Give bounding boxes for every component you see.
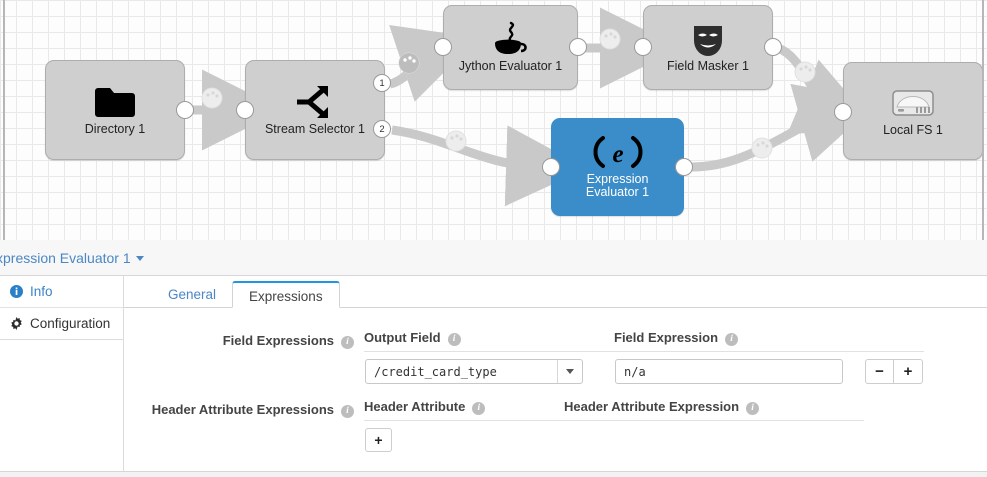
remove-row-button[interactable]: − (865, 359, 894, 384)
row-action-group: − + (865, 359, 923, 384)
info-icon[interactable]: i (447, 333, 461, 346)
gear-icon (10, 317, 23, 330)
node-label: Field Masker 1 (667, 59, 749, 73)
tab-expressions[interactable]: Expressions (232, 281, 340, 308)
svg-text:e: e (612, 141, 623, 168)
port-stream-out-2[interactable]: 2 (373, 120, 391, 138)
panel-header: xpression Evaluator 1 (0, 240, 987, 276)
node-label: Local FS 1 (883, 122, 943, 137)
header-attribute-expressions-label-col: Header Attribute Expressions i (124, 399, 364, 418)
add-row-button[interactable]: + (894, 359, 923, 384)
field-expressions-table: Output Field i Field Expression i /credit_… (364, 330, 924, 385)
table-header-row: Header Attribute i Header Attribute Expre… (364, 399, 864, 421)
table-header-row: Output Field i Field Expression i (364, 330, 924, 352)
table-row: /credit_card_type − + (364, 352, 924, 386)
caret-down-icon (566, 369, 574, 374)
field-expression-input[interactable] (615, 359, 843, 384)
output-field-select[interactable]: /credit_card_type (365, 359, 583, 384)
expressions-form: Field Expressions i Output Field i Field E… (124, 308, 987, 453)
port-jython-in[interactable] (434, 38, 452, 56)
node-directory[interactable]: Directory 1 (45, 60, 185, 160)
sidebar-item-label: Info (30, 284, 53, 299)
column-header-header-attribute-expression: Header Attribute Expression i (564, 399, 864, 421)
header-attribute-expressions-label: Header Attribute Expressions (151, 402, 334, 417)
port-masker-out[interactable] (764, 38, 782, 56)
folder-icon (93, 85, 137, 119)
node-label: Directory 1 (84, 121, 146, 136)
sidebar-item-label: Configuration (30, 316, 111, 331)
tab-label: Expressions (249, 289, 323, 304)
header-attribute-expressions-table: Header Attribute i Header Attribute Expre… (364, 399, 864, 453)
tab-label: General (168, 287, 217, 302)
node-label: Expression Evaluator 1 (585, 172, 650, 199)
node-expression-evaluator[interactable]: e Expression Evaluator 1 (551, 118, 684, 216)
field-expressions-label-col: Field Expressions i (124, 330, 364, 349)
port-stream-in[interactable] (236, 101, 254, 119)
plus-icon: + (374, 432, 383, 448)
header-attribute-expressions-row: Header Attribute Expressions i Header Att… (124, 399, 987, 453)
port-jython-out[interactable] (569, 38, 587, 56)
node-field-masker[interactable]: Field Masker 1 (643, 5, 773, 90)
info-icon[interactable]: i (725, 333, 739, 346)
info-circle-icon (10, 285, 23, 298)
info-icon[interactable]: i (341, 405, 354, 418)
caret-down-icon (135, 256, 144, 262)
tab-bar: General Expressions (124, 276, 987, 308)
coffee-cup-icon (491, 21, 531, 56)
sidebar-item-info[interactable]: Info (0, 276, 123, 308)
column-header-header-attribute: Header Attribute i (364, 399, 564, 421)
node-jython-evaluator[interactable]: Jython Evaluator 1 (443, 5, 578, 90)
panel-footer (0, 471, 987, 477)
column-label: Output Field (364, 330, 441, 345)
minus-icon: − (875, 363, 884, 380)
panel-title-text: xpression Evaluator 1 (0, 249, 131, 266)
port-label: 2 (379, 123, 385, 135)
cell-field-expression (614, 352, 864, 386)
sidebar-item-configuration[interactable]: Configuration (0, 308, 123, 340)
add-header-attribute-button[interactable]: + (365, 428, 392, 452)
properties-panel: xpression Evaluator 1 Info Configuration (0, 240, 987, 477)
info-icon[interactable]: i (746, 402, 760, 415)
panel-body: Info Configuration General Expressions (0, 276, 987, 477)
port-localfs-in[interactable] (834, 103, 852, 121)
node-stream-selector[interactable]: Stream Selector 1 (245, 60, 385, 160)
column-header-field-expression: Field Expression i (614, 330, 864, 352)
port-label: 1 (379, 77, 385, 89)
panel-sidebar: Info Configuration (0, 276, 124, 477)
select-dropdown-button[interactable] (557, 360, 582, 383)
branch-arrows-icon (293, 85, 337, 119)
pipeline-canvas[interactable]: Directory 1 Stream Selector 1 1 2 (0, 0, 987, 241)
port-stream-out-1[interactable]: 1 (373, 74, 391, 92)
column-label: Field Expression (614, 330, 719, 345)
cell-add-action: + (364, 421, 564, 454)
plus-icon: + (903, 363, 913, 380)
port-expression-out[interactable] (675, 158, 693, 176)
node-label: Stream Selector 1 (264, 121, 366, 136)
field-expressions-row: Field Expressions i Output Field i Field E… (124, 330, 987, 385)
node-label: Jython Evaluator 1 (458, 59, 563, 73)
table-row: + (364, 421, 864, 454)
column-label: Header Attribute (364, 399, 466, 414)
cell-row-actions: − + (864, 352, 924, 386)
info-icon[interactable]: i (472, 402, 486, 415)
column-header-actions (864, 330, 924, 352)
output-field-value: /credit_card_type (374, 364, 497, 379)
tab-general[interactable]: General (152, 281, 232, 308)
port-masker-in[interactable] (634, 38, 652, 56)
column-header-output-field: Output Field i (364, 330, 614, 352)
port-directory-out[interactable] (176, 101, 194, 119)
expression-e-icon: e (591, 135, 645, 169)
cell-empty (564, 421, 864, 454)
port-expression-in[interactable] (542, 158, 560, 176)
info-icon[interactable]: i (341, 336, 354, 349)
node-local-fs[interactable]: Local FS 1 (843, 62, 983, 160)
theater-mask-icon (688, 22, 728, 56)
column-label: Header Attribute Expression (564, 399, 740, 414)
panel-title-dropdown[interactable]: xpression Evaluator 1 (0, 250, 144, 266)
field-expressions-label: Field Expressions (222, 333, 334, 348)
hard-drive-icon (890, 86, 936, 120)
cell-output-field: /credit_card_type (364, 352, 614, 386)
